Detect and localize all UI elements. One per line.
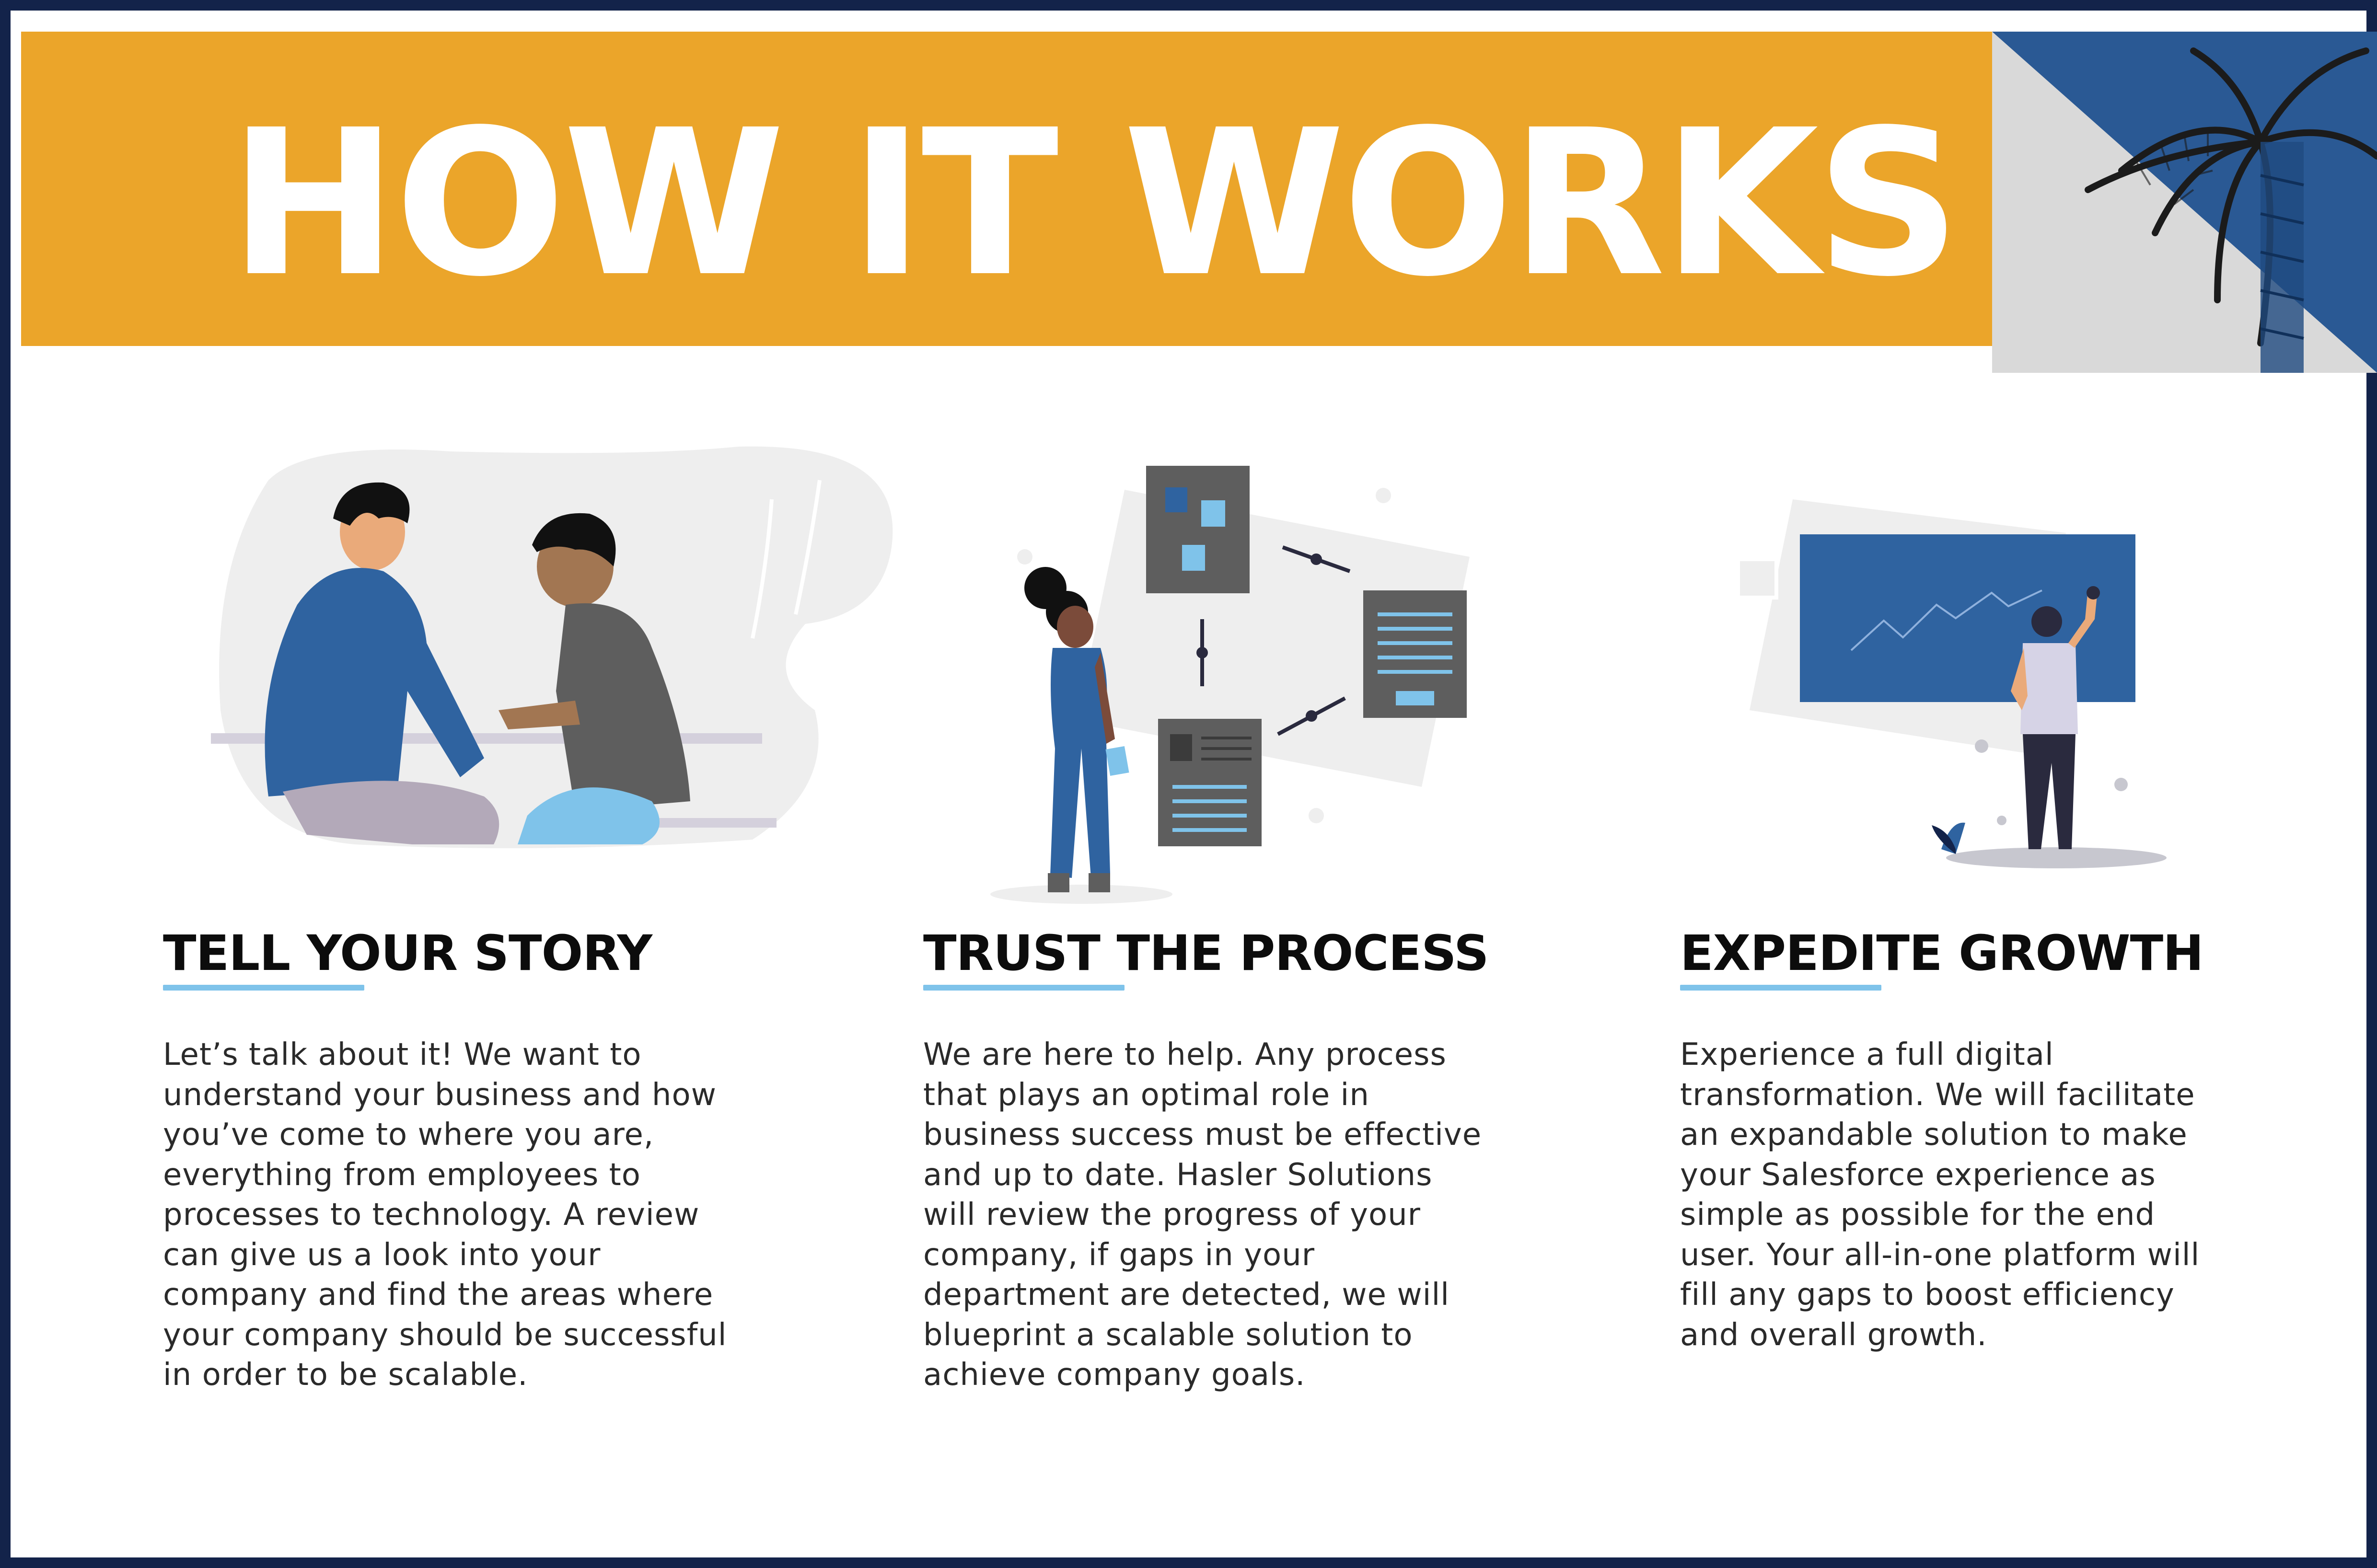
title-underline (1680, 985, 1881, 991)
section-title: TRUST THE PROCESS (923, 925, 1489, 982)
palm-tree-photo (1992, 32, 2377, 373)
section-title: EXPEDITE GROWTH (1680, 925, 2204, 982)
header-banner: HOW IT WORKS (21, 32, 1992, 346)
process-flow-illustration (990, 466, 1470, 904)
title-underline (163, 985, 364, 991)
section-text: We are here to help. Any process that pl… (923, 1037, 1482, 1393)
section-text: Let’s talk about it! We want to understa… (163, 1037, 727, 1393)
section-text: Experience a full digital transformation… (1680, 1037, 2200, 1353)
growth-chart-illustration (1736, 499, 2167, 868)
title-underline (923, 985, 1125, 991)
page-title: HOW IT WORKS (229, 87, 1961, 321)
section-title: TELL YOUR STORY (163, 925, 652, 982)
two-people-talking-illustration (211, 446, 893, 848)
